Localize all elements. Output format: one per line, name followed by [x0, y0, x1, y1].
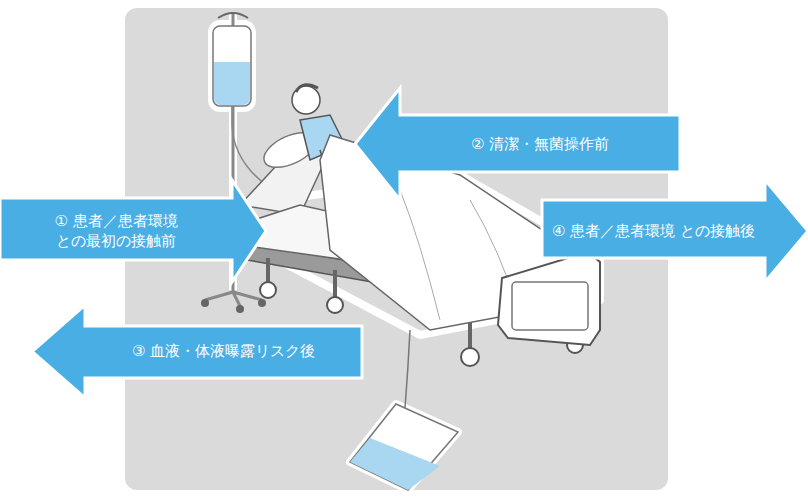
arrow-text-area: ① 患者／患者環境 との最初の接触前	[0, 180, 232, 282]
moment-arrow: ① 患者／患者環境 との最初の接触前	[0, 180, 266, 282]
arrow-fill	[32, 305, 362, 398]
arrow-fill	[542, 180, 808, 282]
moment-label: ① 患者／患者環境 との最初の接触前	[0, 211, 232, 252]
arrow-shape	[0, 180, 266, 282]
arrow-text-area: ② 清潔・無菌操作前	[400, 88, 680, 200]
moment-arrow: ③ 血液・体液曝露リスク後	[32, 305, 362, 398]
moment-arrow: ② 清潔・無菌操作前	[355, 88, 680, 200]
moment-label: ④ 患者／患者環境 との接触後	[552, 221, 755, 241]
urine-bag	[350, 330, 458, 490]
moment-label: ② 清潔・無菌操作前	[471, 134, 609, 154]
moment-arrow: ④ 患者／患者環境 との接触後	[542, 180, 808, 282]
arrow-fill	[355, 88, 680, 200]
moment-label: ③ 血液・体液曝露リスク後	[132, 341, 315, 361]
arrow-text-area: ④ 患者／患者環境 との接触後	[542, 180, 765, 282]
arrow-text-area: ③ 血液・体液曝露リスク後	[85, 305, 362, 398]
arrow-fill	[0, 180, 266, 282]
